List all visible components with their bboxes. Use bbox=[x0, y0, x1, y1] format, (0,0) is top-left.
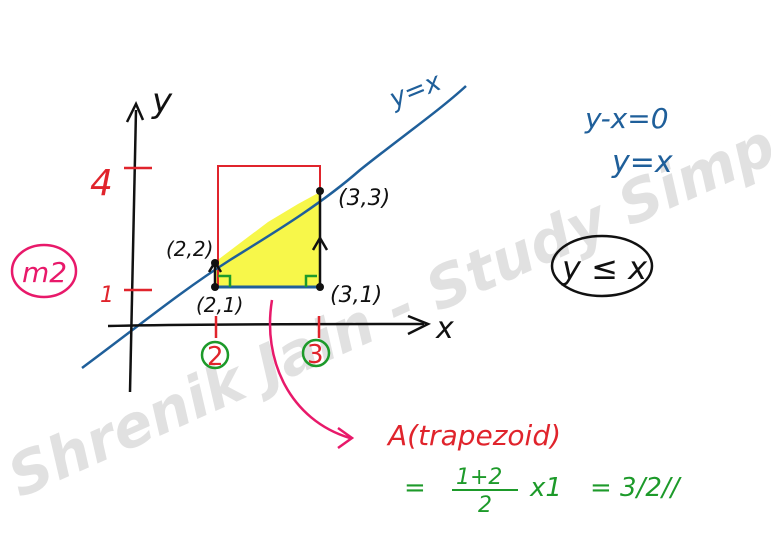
formula-numerator: 1+2 bbox=[456, 465, 502, 490]
label-m2-circle bbox=[10, 243, 78, 299]
point-label-3-1: (3,1) bbox=[330, 283, 382, 308]
inequality-text: y ≤ x bbox=[561, 249, 648, 287]
x-tick-label-3: 3 bbox=[307, 340, 324, 370]
pointer-arrow-head bbox=[337, 426, 355, 450]
point-label-2-2: (2,2) bbox=[166, 237, 213, 261]
x-tick-circle-3 bbox=[301, 338, 331, 368]
point-2-2 bbox=[211, 259, 219, 267]
note-equation-2: y=x bbox=[611, 145, 673, 180]
y-axis bbox=[128, 109, 138, 393]
x-axis-label: x bbox=[435, 311, 454, 346]
formula-equals: = bbox=[404, 473, 426, 503]
point-3-3 bbox=[316, 187, 324, 195]
x-axis-arrow bbox=[407, 314, 432, 336]
point-3-1 bbox=[316, 283, 324, 291]
right-angle-mark-left bbox=[218, 274, 232, 287]
line-y-equals-x bbox=[81, 85, 467, 370]
formula-times: x1 bbox=[529, 473, 562, 503]
formula-title: A(trapezoid) bbox=[386, 419, 561, 452]
trapezoid-region bbox=[215, 192, 320, 287]
pointer-arrow bbox=[268, 299, 351, 440]
point-label-2-1: (2,1) bbox=[196, 293, 243, 317]
arrow-up-right bbox=[311, 235, 329, 251]
right-angle-mark-right bbox=[304, 274, 317, 287]
line-label: y=x bbox=[384, 67, 445, 115]
note-equation-1: y-x=0 bbox=[584, 102, 669, 135]
y-axis-label: y bbox=[151, 81, 173, 121]
formula-denominator: 2 bbox=[478, 493, 492, 518]
y-tick-label-1: 1 bbox=[100, 283, 114, 308]
x-tick-circle-2 bbox=[200, 340, 230, 370]
point-2-1 bbox=[211, 283, 219, 291]
x-axis bbox=[107, 322, 425, 328]
point-label-3-3: (3,3) bbox=[338, 186, 390, 211]
formula-result: = 3/2// bbox=[590, 473, 683, 503]
y-axis-arrow bbox=[125, 101, 145, 123]
inequality-circle bbox=[550, 234, 654, 298]
y-tick-label-4: 4 bbox=[90, 163, 113, 204]
x-tick-label-2: 2 bbox=[207, 342, 224, 372]
label-m2: m2 bbox=[22, 256, 67, 289]
